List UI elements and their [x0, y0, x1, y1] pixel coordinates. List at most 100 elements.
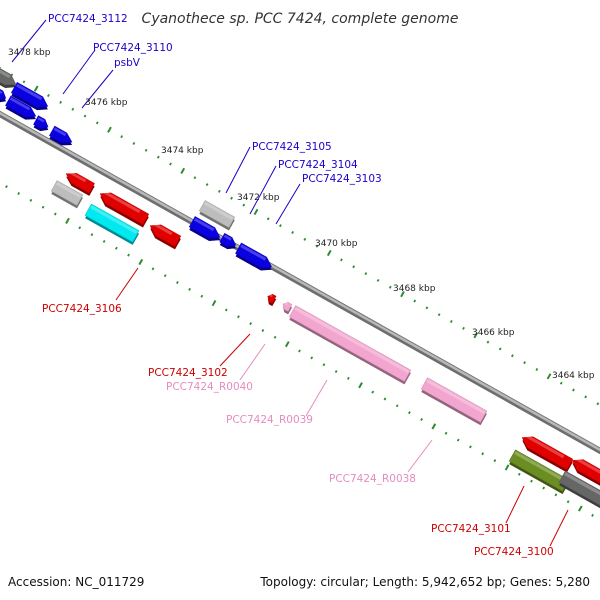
major-tick [107, 126, 112, 133]
minor-tick [566, 500, 570, 504]
minor-tick [596, 402, 600, 406]
gene-3111[interactable] [0, 87, 10, 105]
gene-r0038[interactable] [420, 377, 488, 426]
kbp-label-3464: 3464 kbp [552, 371, 595, 381]
kbp-label-3468: 3468 kbp [393, 284, 436, 294]
minor-tick [83, 114, 87, 118]
minor-tick [217, 189, 221, 193]
gene-3101a-body [521, 436, 574, 470]
minor-tick [493, 459, 497, 463]
gene-3104-highlight [193, 217, 215, 232]
gene-r0040-body [282, 302, 293, 312]
gene-3100-body [558, 470, 600, 511]
gene-label-pcc7424-r0038[interactable]: PCC7424_R0038 [329, 473, 416, 485]
gene-label-pcc7424-3106[interactable]: PCC7424_3106 [42, 303, 122, 315]
gene-3111-body [0, 87, 7, 100]
gene-label-pcc7424-r0040[interactable]: PCC7424_R0040 [166, 381, 253, 393]
gene-3100a-body [571, 459, 600, 489]
gene-3107-highlight [55, 181, 82, 198]
minor-tick [352, 265, 356, 269]
major-tick [65, 217, 70, 224]
gene-3105[interactable] [198, 200, 236, 231]
gene-3104b[interactable] [219, 232, 240, 252]
minor-tick [584, 395, 588, 399]
minor-tick [334, 370, 338, 374]
gene-3113-dark-highlight [0, 65, 11, 79]
minor-tick [242, 203, 246, 207]
gene-3103-highlight [240, 244, 267, 261]
minor-tick [71, 107, 75, 111]
gene-3104[interactable] [188, 216, 224, 245]
tick-marks [0, 66, 600, 517]
gene-3106-highlight [90, 205, 138, 234]
minor-tick [395, 404, 399, 408]
gene-3107[interactable] [50, 180, 84, 209]
gene-r0039[interactable] [288, 305, 412, 385]
minor-tick [273, 335, 277, 339]
gene-3110[interactable] [4, 95, 40, 124]
major-tick [253, 208, 259, 216]
minor-tick [200, 294, 204, 298]
gene-3106a-body [99, 192, 150, 225]
major-tick [326, 249, 332, 257]
minor-tick [176, 281, 179, 285]
gene-3106a[interactable] [96, 188, 150, 228]
minor-tick [163, 274, 167, 278]
minor-tick [554, 493, 558, 497]
gene-r0040[interactable] [280, 301, 293, 315]
minor-tick [5, 185, 8, 189]
minor-tick [298, 349, 301, 353]
gene-r0039-body [288, 305, 412, 382]
gene-label-pcc7424-3101[interactable]: PCC7424_3101 [431, 523, 511, 535]
gene-r0040-highlight [284, 301, 289, 306]
gene-label-pcc7424-r0039[interactable]: PCC7424_R0039 [226, 414, 313, 426]
gene-3100[interactable] [558, 470, 600, 513]
gene-features [0, 64, 600, 513]
gene-3106b-body [149, 224, 182, 247]
minor-tick [114, 246, 118, 250]
major-tick [504, 464, 510, 471]
gene-3112-body [10, 82, 49, 108]
gene-label-psbv[interactable]: psbV [114, 57, 141, 69]
major-tick [431, 423, 437, 430]
minor-tick [47, 94, 50, 97]
minor-tick [29, 198, 33, 202]
gene-psbv[interactable] [32, 115, 52, 134]
gene-label-pcc7424-3100[interactable]: PCC7424_3100 [474, 546, 554, 558]
gene-3106[interactable] [84, 203, 141, 245]
minor-tick [261, 328, 265, 332]
gene-3111-shadow [0, 90, 6, 103]
gene-3108[interactable] [62, 169, 96, 196]
major-tick [473, 332, 479, 339]
gene-3102-body [267, 294, 277, 304]
gene-3101a[interactable] [518, 432, 574, 473]
kbp-label-3474: 3474 kbp [161, 146, 204, 156]
minor-tick [572, 388, 575, 392]
label-leaders [11, 19, 569, 547]
minor-tick [22, 80, 26, 84]
gene-label-pcc7424-3105[interactable]: PCC7424_3105 [252, 141, 332, 153]
gene-3103[interactable] [234, 242, 276, 275]
minor-tick [205, 183, 209, 187]
minor-tick [413, 299, 417, 303]
gene-3100a[interactable] [568, 455, 600, 491]
gene-3101[interactable] [508, 449, 570, 495]
gene-label-pcc7424-3103[interactable]: PCC7424_3103 [302, 173, 382, 185]
gene-3109[interactable] [48, 125, 76, 150]
minor-tick [511, 354, 514, 358]
major-tick [180, 167, 186, 174]
gene-label-pcc7424-3110[interactable]: PCC7424_3110 [93, 42, 173, 54]
gene-3113-dark[interactable] [0, 64, 20, 93]
gene-3105-body [198, 200, 236, 228]
minor-tick [127, 253, 130, 257]
major-tick [400, 291, 405, 298]
gene-label-pcc7424-3112[interactable]: PCC7424_3112 [48, 13, 128, 25]
gene-3102[interactable] [265, 293, 278, 307]
gene-label-pcc7424-3104[interactable]: PCC7424_3104 [278, 159, 358, 171]
major-tick [211, 299, 217, 307]
gene-3106b[interactable] [146, 220, 182, 250]
gene-label-pcc7424-3102[interactable]: PCC7424_3102 [148, 367, 228, 379]
gene-3112[interactable] [10, 82, 52, 114]
minor-tick [291, 231, 294, 234]
minor-tick [340, 258, 343, 262]
